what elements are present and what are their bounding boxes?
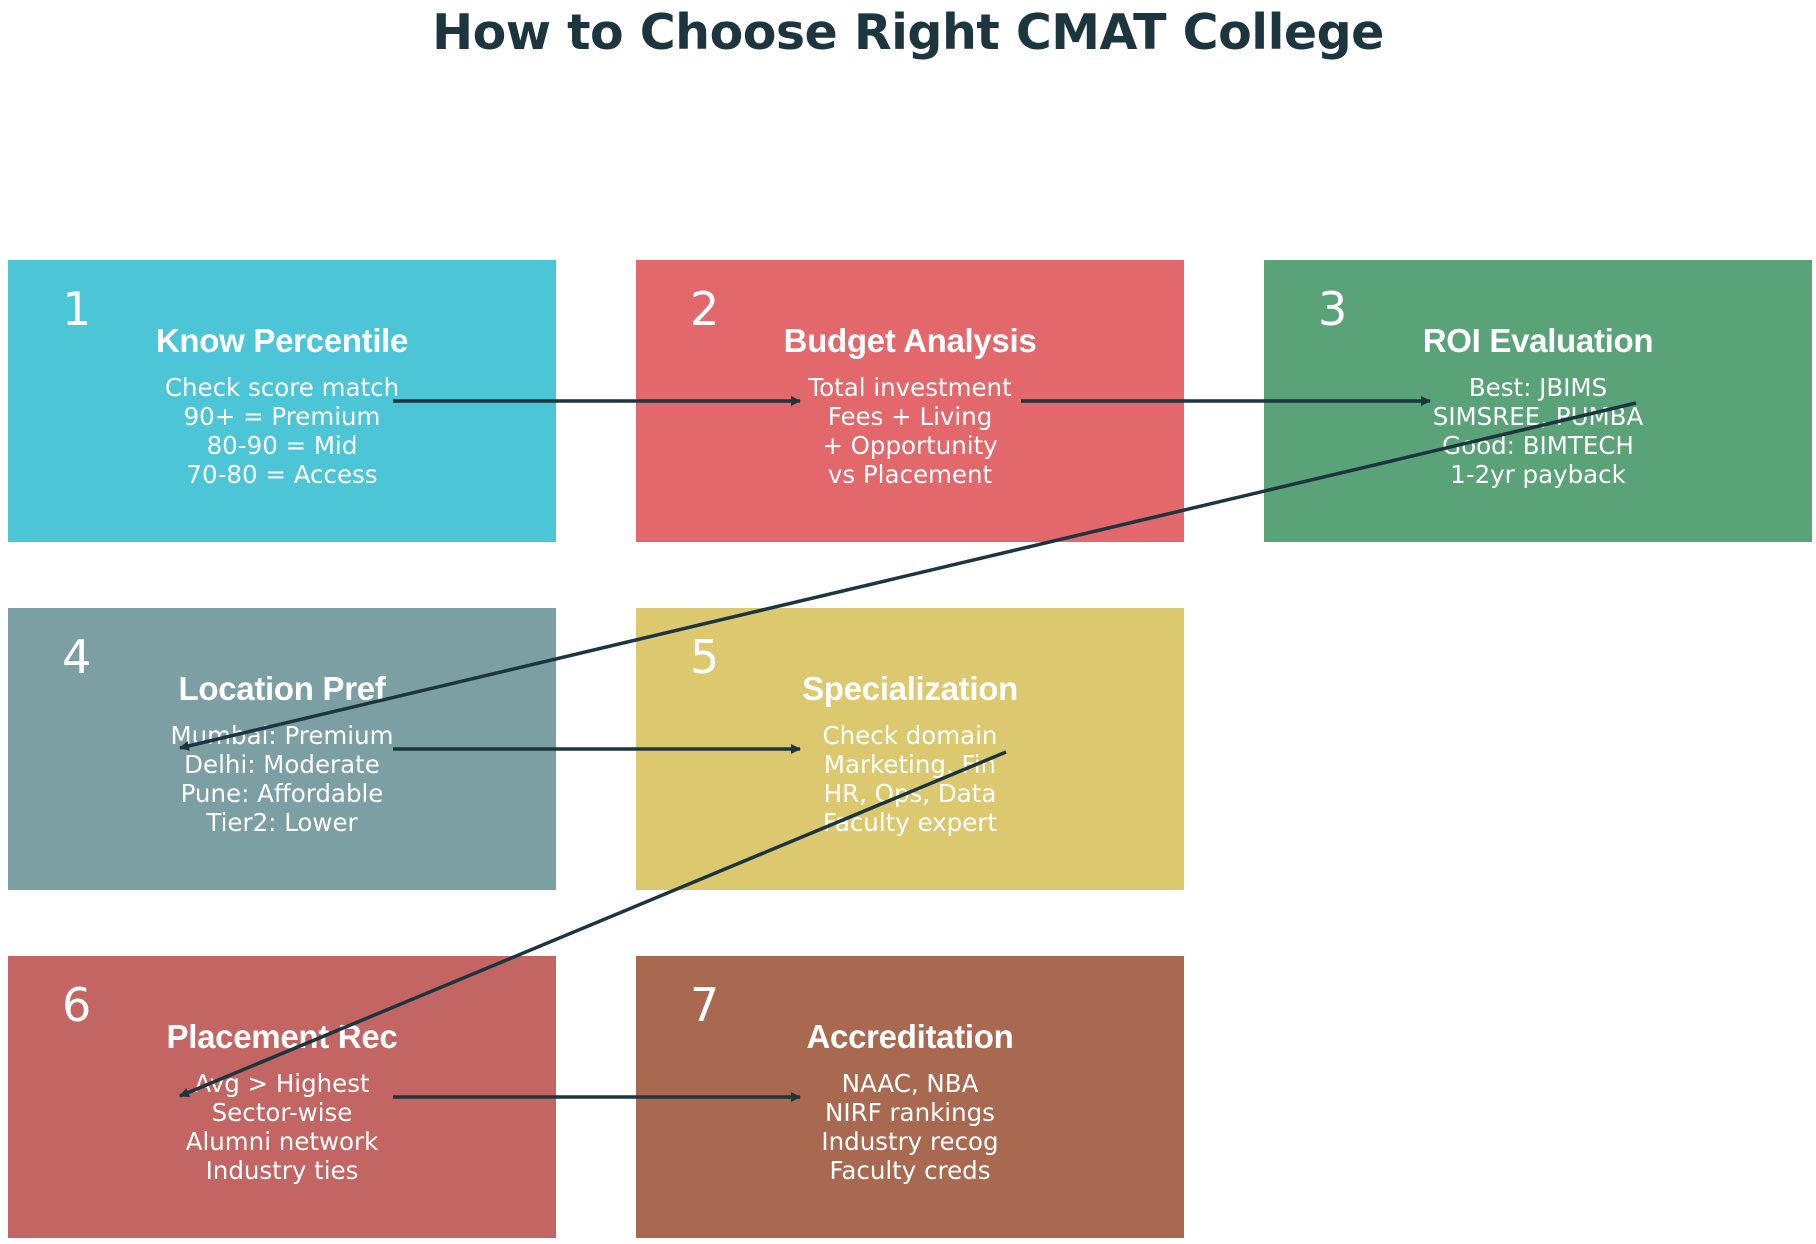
step-detail-line: Delhi: Moderate <box>184 750 380 779</box>
step-detail-line: vs Placement <box>827 460 993 489</box>
step-detail-line: + Opportunity <box>822 431 998 460</box>
step-number: 6 <box>62 978 92 1032</box>
step-title: Specialization <box>802 670 1018 707</box>
step-detail-line: Tier2: Lower <box>206 808 358 837</box>
step-details: Check score match 90+ = Premium 80-90 = … <box>8 373 556 489</box>
step-detail-line: Sector-wise <box>211 1098 353 1127</box>
step-detail-line: Avg > Highest <box>194 1069 370 1098</box>
step-detail-line: HR, Ops, Data <box>823 779 997 808</box>
step-detail-line: Fees + Living <box>827 402 993 431</box>
step-detail-line: 1-2yr payback <box>1450 460 1626 489</box>
step-detail-line: NAAC, NBA <box>841 1069 979 1098</box>
step-number: 3 <box>1318 282 1348 336</box>
step-detail-line: 90+ = Premium <box>183 402 381 431</box>
step-details: Mumbai: Premium Delhi: Moderate Pune: Af… <box>8 721 556 837</box>
step-detail-line: 70-80 = Access <box>186 460 378 489</box>
step-details: Total investment Fees + Living + Opportu… <box>636 373 1184 489</box>
step-title: ROI Evaluation <box>1422 322 1654 359</box>
step-box-3: 3 ROI Evaluation Best: JBIMS SIMSREE, PU… <box>1264 260 1812 542</box>
step-detail-line: NIRF rankings <box>825 1098 995 1127</box>
step-details: NAAC, NBA NIRF rankings Industry recog F… <box>636 1069 1184 1185</box>
step-detail-line: Mumbai: Premium <box>170 721 394 750</box>
step-detail-line: SIMSREE, PUMBA <box>1432 402 1644 431</box>
step-detail-line: Faculty expert <box>822 808 997 837</box>
step-detail-line: Good: BIMTECH <box>1442 431 1634 460</box>
step-box-2: 2 Budget Analysis Total investment Fees … <box>636 260 1184 542</box>
step-details: Best: JBIMS SIMSREE, PUMBA Good: BIMTECH… <box>1264 373 1812 489</box>
step-box-7: 7 Accreditation NAAC, NBA NIRF rankings … <box>636 956 1184 1238</box>
step-box-6: 6 Placement Rec Avg > Highest Sector-wis… <box>8 956 556 1238</box>
step-number: 4 <box>62 630 92 684</box>
step-number: 1 <box>62 282 92 336</box>
step-box-4: 4 Location Pref Mumbai: Premium Delhi: M… <box>8 608 556 890</box>
step-detail-line: Pune: Affordable <box>180 779 384 808</box>
step-details: Check domain Marketing, Fin HR, Ops, Dat… <box>636 721 1184 837</box>
step-number: 2 <box>690 282 720 336</box>
step-title: Know Percentile <box>155 322 409 359</box>
step-box-1: 1 Know Percentile Check score match 90+ … <box>8 260 556 542</box>
step-detail-line: Faculty creds <box>829 1156 991 1185</box>
step-detail-line: Alumni network <box>185 1127 379 1156</box>
step-detail-line: Check domain <box>822 721 998 750</box>
step-detail-line: Marketing, Fin <box>823 750 997 779</box>
step-detail-line: Best: JBIMS <box>1468 373 1608 402</box>
step-title: Budget Analysis <box>783 322 1037 359</box>
step-title: Location Pref <box>178 670 386 707</box>
step-detail-line: 80-90 = Mid <box>206 431 358 460</box>
step-title: Accreditation <box>806 1018 1014 1055</box>
step-detail-line: Industry ties <box>205 1156 359 1185</box>
step-detail-line: Check score match <box>164 373 400 402</box>
step-box-5: 5 Specialization Check domain Marketing,… <box>636 608 1184 890</box>
diagram-title: How to Choose Right CMAT College <box>432 4 1384 61</box>
step-details: Avg > Highest Sector-wise Alumni network… <box>8 1069 556 1185</box>
step-title: Placement Rec <box>166 1018 398 1055</box>
step-detail-line: Industry recog <box>821 1127 999 1156</box>
step-detail-line: Total investment <box>808 373 1012 402</box>
